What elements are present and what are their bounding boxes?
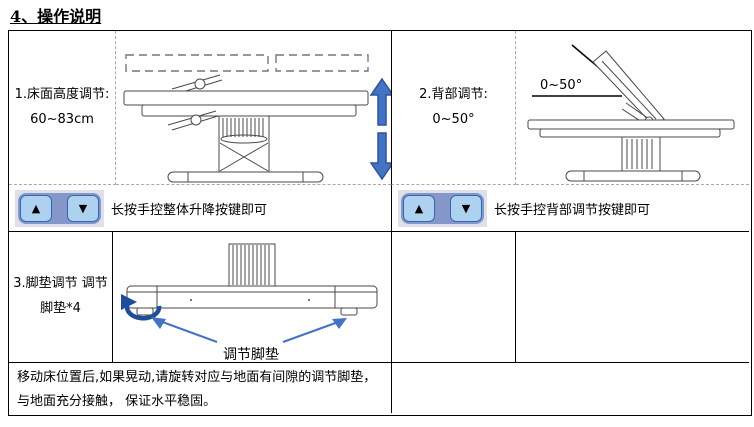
callout-arrow-left-icon	[151, 316, 218, 343]
hand-control-widget: ▲ ▼	[398, 189, 487, 227]
empty-cell-3	[391, 363, 749, 413]
down-triangle-icon: ▼	[78, 201, 88, 215]
footpad-label: 3.脚垫调节 调节脚垫*4	[13, 276, 108, 316]
hand-control-gap	[435, 196, 450, 221]
down-arrow-icon	[369, 131, 391, 180]
page-title: 4、操作说明	[10, 7, 102, 26]
footpad-note-cell: 移动床位置后,如果晃动,请旋转对应与地面有间隙的调节脚垫，与地面充分接触， 保证…	[9, 363, 391, 413]
height-adjust-illustration-cell	[116, 31, 391, 185]
up-triangle-icon: ▲	[31, 201, 41, 215]
height-adjust-label: 1.床面高度调节:	[14, 86, 110, 102]
hand-control-pill: ▲ ▼	[18, 192, 101, 224]
footpad-label-cell: 3.脚垫调节 调节脚垫*4	[9, 232, 113, 363]
footpad-note: 移动床位置后,如果晃动,请旋转对应与地面有间隙的调节脚垫，与地面充分接触， 保证…	[17, 370, 377, 410]
up-button: ▲	[403, 194, 435, 222]
height-adjust-range: 60~83cm	[30, 111, 94, 127]
down-triangle-icon: ▼	[461, 201, 471, 215]
callout-arrow-right-icon	[282, 317, 347, 343]
back-adjust-label: 2.背部调节:	[419, 86, 488, 102]
height-instruction-text: 长按手控整体升降按键即可	[111, 202, 268, 218]
empty-cell-2	[516, 232, 749, 363]
up-triangle-icon: ▲	[414, 201, 424, 215]
up-arrow-icon	[369, 77, 391, 126]
instruction-table: 1.床面高度调节: 60~83cm	[8, 30, 752, 416]
angle-annotation: 0~50°	[540, 78, 582, 93]
rotation-arrow-icon	[121, 293, 162, 320]
back-instruction-text: 长按手控背部调节按键即可	[494, 202, 651, 218]
height-adjust-label-cell: 1.床面高度调节: 60~83cm	[9, 31, 116, 185]
up-button: ▲	[20, 194, 52, 222]
down-button: ▼	[450, 194, 482, 222]
hand-control-pill: ▲ ▼	[401, 192, 484, 224]
footpad-illustration-cell: 调节脚垫	[113, 232, 391, 363]
back-adjust-illustration-cell: 0~50°	[516, 31, 749, 185]
hand-control-gap	[52, 196, 67, 221]
footpad-callout: 调节脚垫	[223, 347, 279, 363]
height-instruction-row: ▲ ▼ 长按手控整体升降按键即可	[9, 185, 391, 232]
back-adjust-label-cell: 2.背部调节: 0~50°	[391, 31, 516, 185]
bed-height-illustration	[123, 53, 391, 182]
back-adjust-range: 0~50°	[432, 111, 475, 127]
bed-backrest-illustration: 0~50°	[527, 43, 735, 181]
down-button: ▼	[67, 194, 99, 222]
empty-cell-1	[391, 232, 516, 363]
back-instruction-row: ▲ ▼ 长按手控背部调节按键即可	[391, 185, 749, 232]
footpad-illustration: 调节脚垫	[121, 243, 378, 363]
hand-control-widget: ▲ ▼	[15, 189, 104, 227]
